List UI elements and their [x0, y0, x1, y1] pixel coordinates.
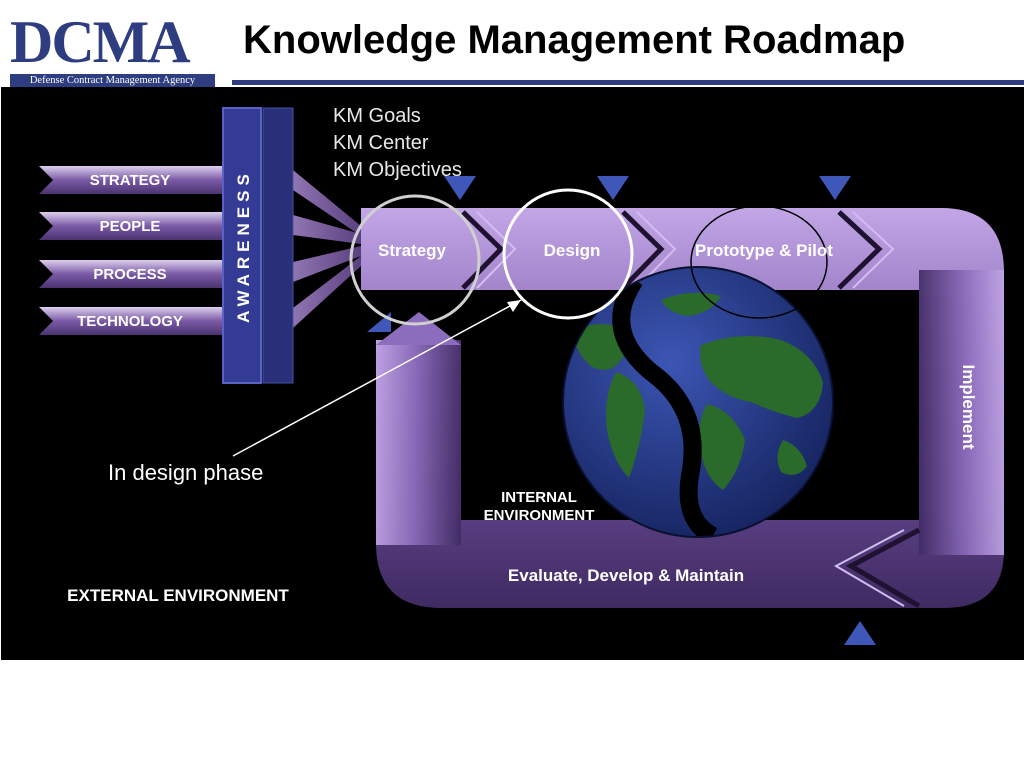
- km-note-goals: KM Goals: [333, 105, 421, 127]
- input-arrow-strategy: [39, 166, 247, 194]
- input-arrow-people: [39, 212, 247, 240]
- roadmap-diagram: STRATEGY PEOPLE PROCESS TECHNOLOGY AWARE…: [1, 87, 1024, 660]
- phase-markers: [367, 176, 876, 645]
- internal-environment-label-2: ENVIRONMENT: [484, 507, 595, 524]
- callout-text: In design phase: [108, 460, 263, 485]
- input-label-people: PEOPLE: [100, 218, 161, 235]
- phase-label-strategy: Strategy: [378, 241, 447, 260]
- callout-leader-line: [232, 299, 522, 457]
- marker-triangle: [844, 621, 876, 645]
- phase-label-implement: Implement: [959, 364, 978, 449]
- page-title: Knowledge Management Roadmap: [243, 18, 906, 62]
- design-highlight-circle: [502, 188, 634, 320]
- internal-environment-label: INTERNAL: [501, 489, 577, 506]
- km-note-center: KM Center: [333, 132, 429, 154]
- input-arrow-process: [39, 260, 247, 288]
- marker-triangle: [597, 176, 629, 200]
- dcma-logo: DCMA Defense Contract Management Agency: [10, 9, 218, 88]
- prototype-highlight-ellipse: [690, 205, 828, 319]
- phase-label-evaluate: Evaluate, Develop & Maintain: [508, 566, 744, 585]
- input-label-process: PROCESS: [93, 266, 166, 283]
- strategy-highlight-circle: [349, 194, 481, 326]
- converging-fan: [293, 170, 361, 328]
- input-arrows: [39, 166, 247, 335]
- input-label-strategy: STRATEGY: [90, 172, 171, 189]
- globe-icon: [562, 266, 834, 538]
- awareness-column-back: [262, 107, 294, 384]
- marker-triangle: [819, 176, 851, 200]
- awareness-label: AWARENESS: [234, 169, 253, 323]
- phase-label-prototype: Prototype & Pilot: [695, 241, 833, 260]
- phase-label-design: Design: [544, 241, 601, 260]
- marker-triangle: [444, 176, 476, 200]
- title-underline: [232, 80, 1024, 85]
- external-environment-label: EXTERNAL ENVIRONMENT: [67, 586, 289, 605]
- logo-subtitle: Defense Contract Management Agency: [10, 74, 215, 88]
- km-note-objectives: KM Objectives: [333, 159, 462, 181]
- input-label-technology: TECHNOLOGY: [77, 313, 183, 330]
- input-arrow-technology: [39, 307, 247, 335]
- awareness-column: [222, 107, 262, 384]
- logo-wordmark: DCMA: [10, 9, 191, 75]
- callout-arrowhead: [507, 300, 521, 312]
